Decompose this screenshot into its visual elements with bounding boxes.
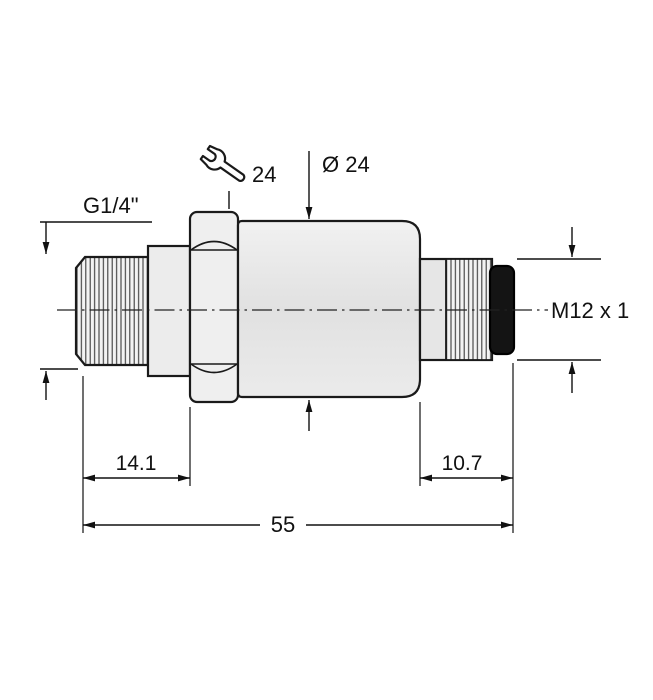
- hex-nut: [188, 210, 240, 404]
- body-diameter-label: Ø 24: [322, 152, 370, 177]
- process-thread-stud: [74, 255, 150, 367]
- hex-facet-lines: [190, 240, 238, 374]
- wrench-icon: [199, 144, 246, 182]
- collar: [146, 244, 192, 378]
- connector-callout: [517, 227, 601, 393]
- sensor-body: [236, 219, 422, 399]
- dim-total-length-label: 55: [271, 512, 295, 537]
- thread-size-callout: [40, 221, 152, 400]
- wrench-size-label: 24: [252, 162, 276, 187]
- sensor-parts: [74, 210, 516, 404]
- thread-size-label: G1/4": [83, 193, 139, 218]
- extension-lines: [82, 363, 514, 533]
- dim-thread-length-label: 14.1: [116, 452, 157, 475]
- connector-thread-label: M12 x 1: [551, 298, 629, 323]
- dim-connector-length-label: 10.7: [442, 452, 483, 475]
- dimension-lines: [40, 151, 601, 533]
